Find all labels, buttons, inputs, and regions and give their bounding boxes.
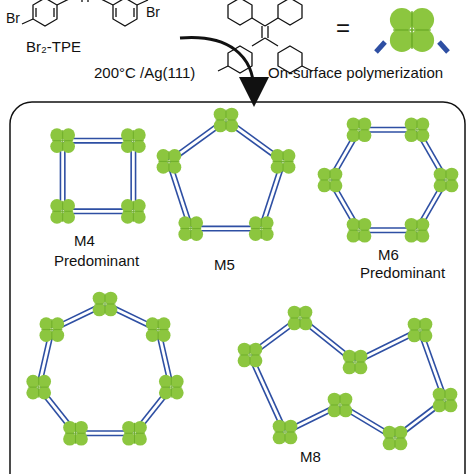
monomer-clover (159, 375, 184, 400)
monomer-clover (343, 350, 368, 375)
monomer-clover (288, 306, 313, 331)
monomer-clover (26, 375, 51, 400)
monomer-clover (93, 292, 118, 317)
text-label: Br (146, 4, 160, 20)
text-label: = (336, 14, 350, 42)
text-label: M6 (378, 246, 399, 263)
monomer-clover (383, 426, 408, 451)
monomer-clover (408, 318, 433, 343)
text-label: M5 (214, 256, 235, 273)
monomer-clover (121, 199, 146, 224)
text-label: Br₂-TPE (26, 38, 81, 55)
monomer-clover (50, 128, 75, 153)
text-label: Br (6, 10, 20, 26)
monomer-clover (178, 216, 203, 241)
monomer-clover (328, 393, 353, 418)
monomer-clover (50, 199, 75, 224)
monomer-clover (347, 218, 372, 243)
monomer-clover (39, 317, 64, 342)
monomer-clover (122, 421, 147, 446)
monomer-clover (347, 117, 372, 142)
monomer-clover (318, 168, 343, 193)
monomer-clover (434, 168, 459, 193)
monomer-clover (121, 128, 146, 153)
monomer-clover (405, 218, 430, 243)
text-label: 200°C /Ag(111) (94, 64, 195, 81)
text-label: Predominant (54, 252, 139, 269)
monomer-clover (238, 343, 263, 368)
product-frame (10, 102, 465, 474)
monomer-clover (433, 388, 458, 413)
monomer-clover (214, 108, 239, 133)
monomer-clover (146, 317, 171, 342)
text-label: M8 (300, 448, 321, 465)
text-label: Predominant (360, 264, 445, 281)
monomer-clover (271, 149, 296, 174)
monomer-clover (405, 117, 430, 142)
monomer-clover (249, 216, 274, 241)
text-label: On-surface polymerization (268, 64, 443, 81)
monomer-clover (273, 420, 298, 445)
monomer-clover (63, 421, 88, 446)
monomer-clover (157, 149, 182, 174)
text-label: M4 (74, 232, 95, 249)
